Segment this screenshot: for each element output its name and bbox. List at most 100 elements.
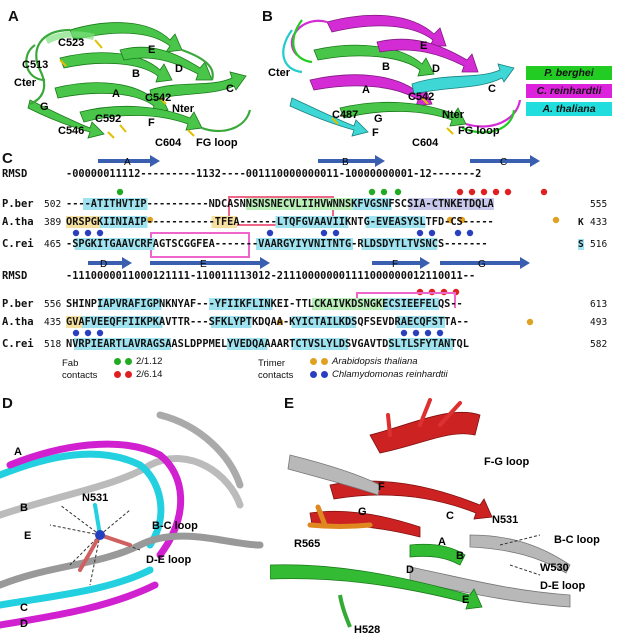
- legend-a-thaliana: A. thaliana: [526, 102, 612, 116]
- strand-label-c: C: [500, 157, 507, 168]
- strand-g-b: [289, 97, 369, 137]
- name-pber-2: P.ber: [2, 298, 34, 310]
- panel-e-structure: F-G loop F G C N531 B-C loop R565 A B W5…: [270, 398, 600, 636]
- strand-d-b: [376, 38, 479, 73]
- label-e-fgloop: F-G loop: [484, 456, 529, 468]
- panel-d-structure: A N531 B-C loop B D-E loop E C D: [0, 411, 264, 630]
- label-b-a: A: [362, 84, 370, 96]
- label-a-c: C: [226, 83, 234, 95]
- label-b-c542: C542: [408, 91, 434, 103]
- label-e-r565: R565: [294, 538, 320, 550]
- label-e-bcloop: B-C loop: [554, 534, 600, 546]
- label-a-e: E: [148, 44, 155, 56]
- label-b-fgloop: FG loop: [458, 125, 500, 137]
- legend-trimer-blue: Chlamydomonas reinhardtii: [310, 369, 448, 380]
- strand-label-d: D: [100, 259, 107, 270]
- label-a-c546: C546: [58, 125, 84, 137]
- label-a-c523: C523: [58, 37, 84, 49]
- legend-fab-green: 2/1.12: [114, 356, 162, 367]
- panel-a: A C523: [0, 0, 260, 150]
- name-pber-1: P.ber: [2, 198, 34, 210]
- name-crei-2: C.rei: [2, 338, 34, 350]
- label-d-n531: N531: [82, 492, 108, 504]
- panel-d-label: D: [2, 395, 13, 412]
- label-d-d: D: [20, 618, 28, 630]
- legend-trimer-orange: Arabidopsis thaliana: [310, 356, 418, 367]
- start-atha-1: 389: [44, 217, 62, 228]
- seq-crei-1: -SPGKITGAAVCRFAGTSCGGFEA-------VAARGYIYV…: [66, 238, 488, 250]
- panel-a-structure: C523 C513 Cter E B D A C542 C Nter G C59…: [14, 22, 252, 149]
- strand-label-b: B: [342, 157, 349, 168]
- rmsd-row-1: -00000011112---------1132----00111000000…: [66, 168, 482, 180]
- label-e-d: D: [406, 564, 414, 576]
- label-e-e: E: [462, 594, 469, 606]
- name-crei-1: C.rei: [2, 238, 34, 250]
- label-a-a: A: [112, 88, 120, 100]
- panel-b: B Cter E B D A C542: [262, 0, 617, 150]
- start-crei-2: 518: [44, 339, 62, 350]
- label-b-e: E: [420, 40, 427, 52]
- panel-b-structure: Cter E B D A C542 C C487 Nter G F C604 F…: [268, 14, 522, 149]
- label-b-c604: C604: [412, 137, 439, 149]
- label-a-f: F: [148, 117, 155, 129]
- block2-strands: D E F G: [88, 257, 530, 270]
- start-atha-2: 435: [44, 317, 62, 328]
- label-a-fgloop: FG loop: [196, 137, 238, 149]
- end-mark-crei: S: [578, 239, 584, 250]
- strand-label-g: G: [478, 259, 486, 270]
- seq-crei-2: NVRPIEARTLAVRAGSAASLDPPMELYVEDQAAAARTCTV…: [66, 338, 469, 350]
- end-mark-atha: K: [578, 217, 584, 228]
- label-a-cter: Cter: [14, 77, 37, 89]
- label-e-g: G: [358, 506, 367, 518]
- name-atha-1: A.tha: [2, 216, 34, 228]
- seq-atha-2: GVAFVEEQFFIIKPKAVTTR---SFKLYPTKDQAA-KYIC…: [66, 316, 469, 328]
- panel-b-label: B: [262, 8, 273, 25]
- name-atha-2: A.tha: [2, 316, 34, 328]
- end-pber-1: 555: [590, 199, 608, 210]
- label-e-b: B: [456, 550, 464, 562]
- start-pber-1: 502: [44, 199, 62, 210]
- panel-e-label: E: [284, 395, 295, 412]
- panel-a-label: A: [8, 8, 19, 25]
- label-b-b: B: [382, 61, 390, 73]
- strand-g-a: [27, 99, 105, 139]
- seq-atha-1: ORSPGKIINIAIP-----------TFEA------LTQFGV…: [66, 216, 494, 228]
- label-e-f: F: [378, 481, 385, 493]
- end-atha-2: 493: [590, 317, 608, 328]
- label-a-d: D: [175, 63, 183, 75]
- end-atha-1: 433: [590, 217, 608, 228]
- strand-label-f: F: [392, 259, 398, 270]
- rmsd-label-1: RMSD: [2, 168, 28, 180]
- strand-a-b: [309, 74, 433, 107]
- end-crei-1: 516: [590, 239, 608, 250]
- label-b-c487: C487: [332, 109, 358, 121]
- strand-e-a: [69, 22, 183, 53]
- end-crei-2: 582: [590, 339, 608, 350]
- label-d-c: C: [20, 602, 28, 614]
- panel-e: E: [270, 395, 617, 639]
- seq-pber-1: ----ATITHVTIP----------NDCASNNSNSNECVLII…: [66, 198, 494, 210]
- strand-f-a: [79, 105, 203, 131]
- start-pber-2: 556: [44, 299, 62, 310]
- panel-c: C A B C RMSD -00000011112---------1132--…: [0, 150, 617, 381]
- label-d-b: B: [20, 502, 28, 514]
- start-crei-1: 465: [44, 239, 62, 250]
- block2-blue-dots: [72, 329, 444, 337]
- label-d-e: E: [24, 530, 31, 542]
- label-b-cter: Cter: [268, 67, 291, 79]
- label-d-bcloop: B-C loop: [152, 520, 198, 532]
- label-e-h528: H528: [354, 624, 380, 636]
- label-a-c542: C542: [145, 92, 171, 104]
- strand-label-a: A: [124, 157, 131, 168]
- label-a-c592: C592: [95, 113, 121, 125]
- label-b-f: F: [372, 127, 379, 139]
- strand-b-b: [313, 44, 435, 77]
- label-e-w530: W530: [540, 562, 569, 574]
- label-b-d: D: [432, 63, 440, 75]
- label-b-nter: Nter: [442, 109, 465, 121]
- label-b-g: G: [374, 113, 383, 125]
- label-d-a: A: [14, 446, 22, 458]
- block1-strands: A B C: [98, 155, 540, 168]
- label-e-c: C: [446, 510, 454, 522]
